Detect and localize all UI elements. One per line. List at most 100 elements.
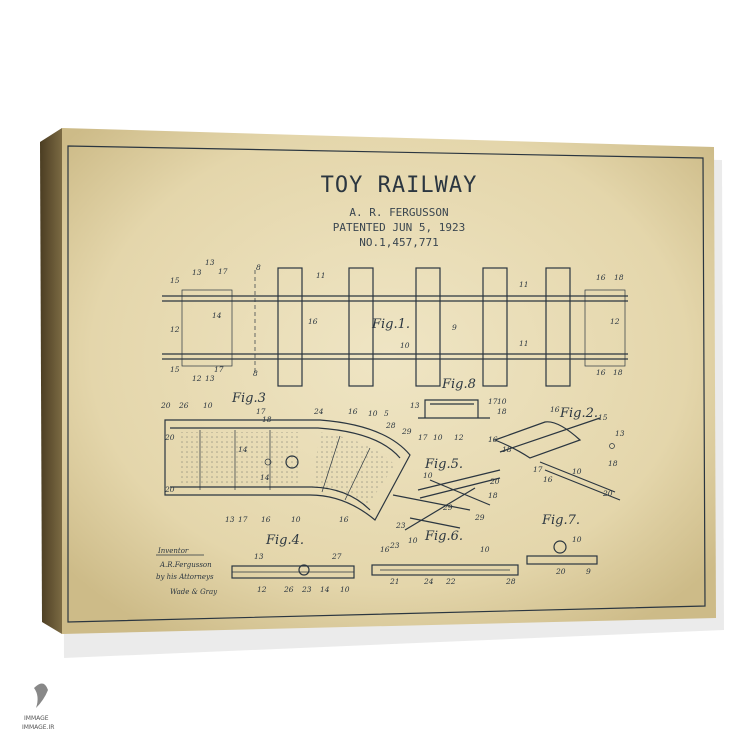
svg-text:13: 13 bbox=[410, 401, 420, 410]
svg-text:13: 13 bbox=[192, 268, 202, 277]
svg-text:20: 20 bbox=[489, 477, 500, 486]
svg-text:10: 10 bbox=[408, 536, 418, 545]
svg-text:10: 10 bbox=[572, 467, 582, 476]
canvas-side-edge bbox=[40, 128, 62, 634]
figure-2-label: Fig.2. bbox=[559, 406, 598, 421]
figure-6-label: Fig.6. bbox=[424, 529, 463, 544]
svg-text:15: 15 bbox=[170, 276, 180, 285]
patent-title: TOY RAILWAY bbox=[321, 173, 478, 198]
svg-text:17: 17 bbox=[218, 267, 228, 276]
svg-text:18: 18 bbox=[488, 491, 498, 500]
svg-text:12: 12 bbox=[170, 325, 180, 334]
signature-attorneys: by his Attorneys bbox=[156, 573, 214, 581]
svg-text:15: 15 bbox=[598, 413, 608, 422]
svg-text:29: 29 bbox=[401, 427, 412, 436]
svg-text:13: 13 bbox=[254, 552, 264, 561]
svg-text:26: 26 bbox=[283, 585, 294, 594]
svg-text:10: 10 bbox=[400, 341, 410, 350]
svg-text:23: 23 bbox=[389, 541, 400, 550]
svg-text:12: 12 bbox=[454, 433, 464, 442]
svg-text:16: 16 bbox=[380, 545, 390, 554]
svg-text:26: 26 bbox=[178, 401, 189, 410]
immage-logo: IMMAGE IMMAGE.IR bbox=[22, 683, 54, 731]
svg-text:15: 15 bbox=[170, 365, 180, 374]
svg-text:17: 17 bbox=[488, 397, 498, 406]
svg-text:8: 8 bbox=[253, 369, 258, 378]
svg-text:16: 16 bbox=[308, 317, 318, 326]
svg-text:20: 20 bbox=[602, 489, 613, 498]
svg-text:9: 9 bbox=[586, 567, 591, 576]
svg-text:13: 13 bbox=[225, 515, 235, 524]
svg-text:24: 24 bbox=[423, 577, 434, 586]
svg-text:10: 10 bbox=[291, 515, 301, 524]
svg-text:11: 11 bbox=[519, 339, 529, 348]
svg-text:12: 12 bbox=[610, 317, 620, 326]
svg-text:18: 18 bbox=[497, 407, 507, 416]
svg-text:17: 17 bbox=[256, 407, 266, 416]
figure-8-label: Fig.8 bbox=[441, 377, 476, 392]
svg-text:11: 11 bbox=[316, 271, 326, 280]
svg-text:17: 17 bbox=[214, 365, 224, 374]
svg-text:10: 10 bbox=[480, 545, 490, 554]
figure-1-label: Fig.1. bbox=[371, 317, 410, 332]
patent-number: NO.1,457,771 bbox=[359, 236, 438, 249]
watermark-brand: IMMAGE.IR bbox=[480, 690, 729, 731]
svg-text:10: 10 bbox=[340, 585, 350, 594]
svg-text:16: 16 bbox=[596, 273, 606, 282]
svg-text:28: 28 bbox=[505, 577, 516, 586]
patent-inventor: A. R. FERGUSSON bbox=[349, 206, 448, 219]
svg-text:14: 14 bbox=[212, 311, 222, 320]
svg-text:14: 14 bbox=[260, 473, 270, 482]
svg-text:10: 10 bbox=[572, 535, 582, 544]
svg-text:29: 29 bbox=[442, 503, 453, 512]
svg-text:27: 27 bbox=[331, 552, 342, 561]
logo-line-2: IMMAGE.IR bbox=[22, 724, 54, 731]
svg-text:10: 10 bbox=[203, 401, 213, 410]
svg-text:28: 28 bbox=[385, 421, 396, 430]
drawing-border bbox=[67, 145, 706, 623]
patent-date: PATENTED JUN 5, 1923 bbox=[333, 221, 465, 234]
svg-text:16: 16 bbox=[550, 405, 560, 414]
svg-text:20: 20 bbox=[160, 401, 171, 410]
svg-text:18: 18 bbox=[502, 445, 512, 454]
feather-icon bbox=[34, 683, 48, 708]
figure-7-label: Fig.7. bbox=[541, 513, 580, 528]
svg-text:17: 17 bbox=[238, 515, 248, 524]
svg-text:21: 21 bbox=[389, 577, 400, 586]
svg-text:18: 18 bbox=[614, 273, 624, 282]
svg-text:29: 29 bbox=[474, 513, 485, 522]
svg-text:10: 10 bbox=[497, 397, 507, 406]
svg-text:14: 14 bbox=[238, 445, 248, 454]
svg-text:16: 16 bbox=[339, 515, 349, 524]
svg-text:12: 12 bbox=[192, 374, 202, 383]
figure-6-bar-drawing: 16 10 21 24 22 28 bbox=[371, 545, 519, 586]
svg-text:10: 10 bbox=[433, 433, 443, 442]
svg-text:20: 20 bbox=[164, 433, 175, 442]
svg-text:16: 16 bbox=[543, 475, 553, 484]
svg-text:14: 14 bbox=[320, 585, 330, 594]
inventor-signature-block: Inventor A.R.Fergusson by his Attorneys … bbox=[156, 547, 218, 596]
svg-text:17: 17 bbox=[533, 465, 543, 474]
svg-text:17: 17 bbox=[418, 433, 428, 442]
figure-5-drawing: 10 20 18 29 bbox=[417, 469, 501, 512]
svg-text:20: 20 bbox=[164, 485, 175, 494]
svg-text:10: 10 bbox=[368, 409, 378, 418]
figure-5-label: Fig.5. bbox=[424, 457, 463, 472]
svg-text:10: 10 bbox=[423, 471, 433, 480]
svg-text:16: 16 bbox=[261, 515, 271, 524]
figure-4-label: Fig.4. bbox=[265, 533, 304, 548]
svg-text:9: 9 bbox=[452, 323, 457, 332]
svg-text:13: 13 bbox=[205, 374, 215, 383]
signature-inventor-name: A.R.Fergusson bbox=[159, 561, 212, 569]
svg-text:18: 18 bbox=[613, 368, 623, 377]
svg-text:22: 22 bbox=[445, 577, 456, 586]
svg-text:13: 13 bbox=[205, 258, 215, 267]
figure-3-label: Fig.3 bbox=[231, 391, 266, 406]
